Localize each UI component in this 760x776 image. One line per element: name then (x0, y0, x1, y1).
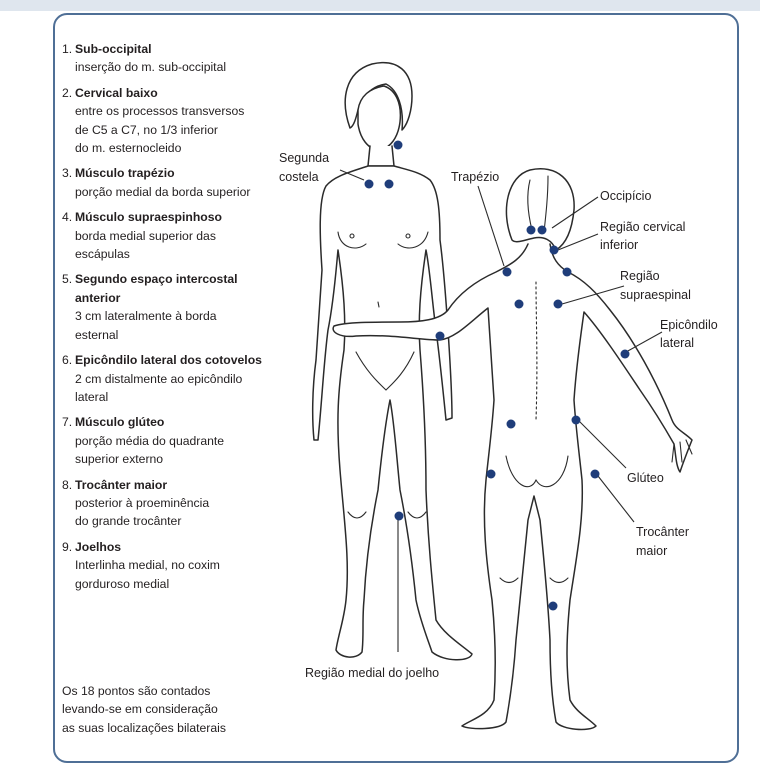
label-occipicio: Occipício (600, 189, 651, 203)
tender-point-greater-trochanter (591, 470, 600, 479)
tender-point-lateral-epicondyle (621, 350, 630, 359)
back-head (506, 169, 574, 250)
front-neck (368, 146, 394, 166)
label-gluteo: Glúteo (627, 471, 664, 485)
label-regiao-supraespinal-line2: supraespinal (620, 288, 691, 302)
tender-point-supraspinatus (515, 300, 524, 309)
tender-point-front-second-rib (365, 180, 374, 189)
tender-point-trapezius (563, 268, 572, 277)
label-regiao-cervical-line1: Região cervical (600, 220, 685, 234)
tender-point-supraspinatus (554, 300, 563, 309)
tender-point-lateral-epicondyle (436, 332, 445, 341)
leader-trapezio (478, 186, 504, 266)
tender-point-front-second-rib (385, 180, 394, 189)
label-regiao-medial-joelho: Região medial do joelho (305, 666, 439, 680)
tender-point-gluteal (572, 416, 581, 425)
label-trapezio: Trapézio (451, 170, 499, 184)
tender-point-gluteal (507, 420, 516, 429)
tender-point-trapezius (503, 268, 512, 277)
front-face (358, 86, 400, 150)
front-figure (313, 63, 472, 660)
tender-point-front-cervical (394, 141, 403, 150)
label-regiao-supraespinal-line1: Região (620, 269, 660, 283)
label-segunda-costela-line2: costela (279, 170, 319, 184)
back-hand-finger (672, 444, 674, 462)
front-body-outline (313, 166, 472, 660)
label-regiao-cervical-line2: inferior (600, 238, 638, 252)
tender-point-back-knee (549, 602, 558, 611)
label-epicondilo-line2: lateral (660, 336, 694, 350)
leader-gluteo (578, 420, 626, 468)
tender-point-occiput (538, 226, 547, 235)
tender-point-front-knee (395, 512, 404, 521)
tender-point-low-cervical (550, 246, 559, 255)
label-trocanter-line2: maior (636, 544, 667, 558)
label-epicondilo-line1: Epicôndilo (660, 318, 718, 332)
tender-point-greater-trochanter (487, 470, 496, 479)
label-trocanter-line1: Trocânter (636, 525, 689, 539)
tender-point-occiput (527, 226, 536, 235)
label-segunda-costela-line1: Segunda (279, 151, 329, 165)
